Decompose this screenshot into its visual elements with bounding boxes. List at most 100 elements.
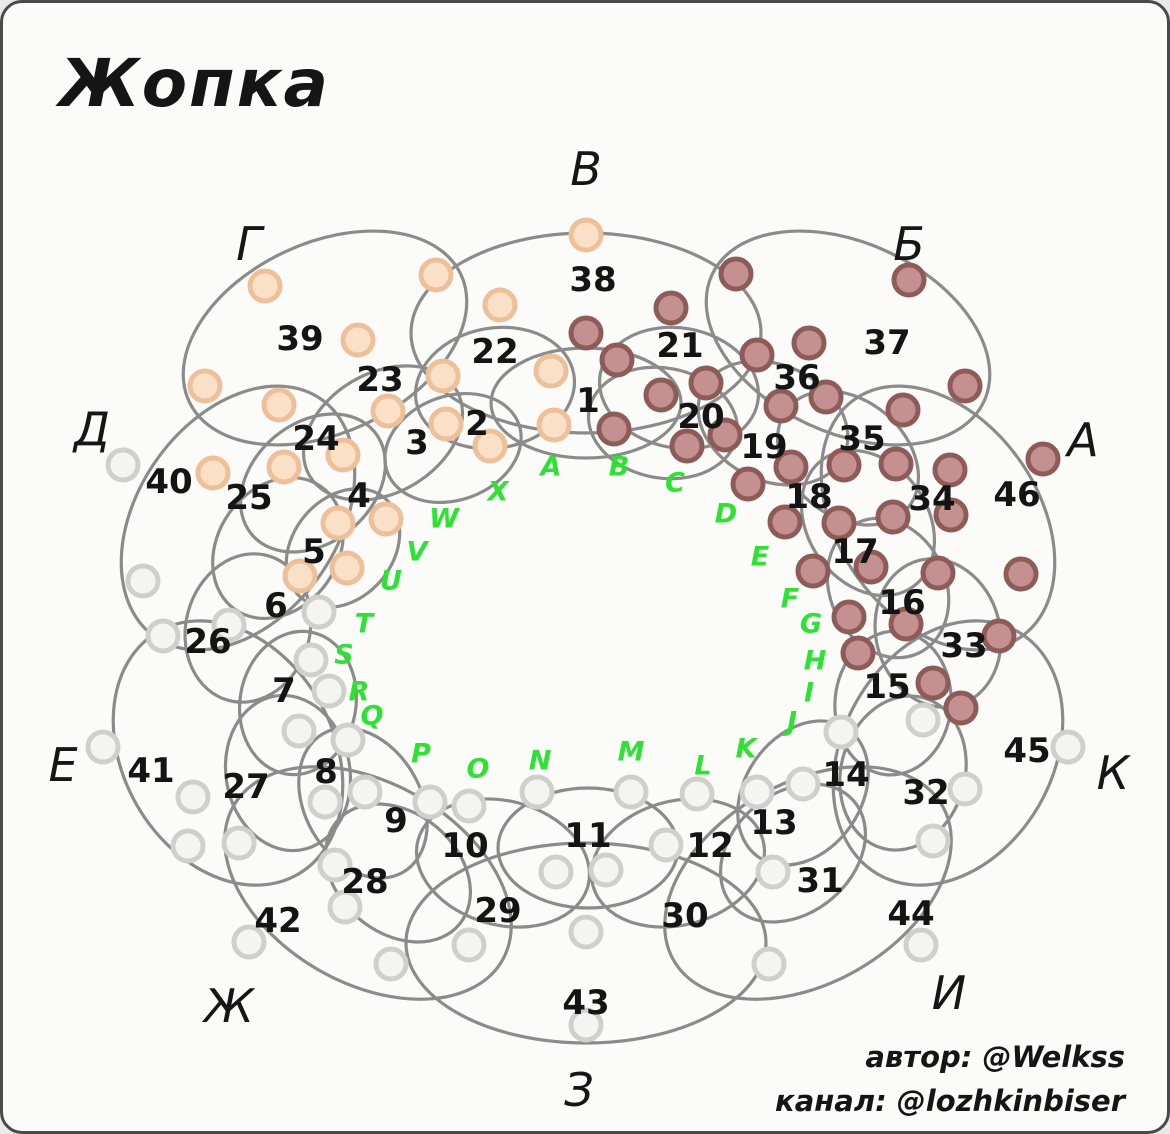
brown-bead <box>596 411 632 447</box>
section-label: Б <box>893 217 925 271</box>
bead-number: 27 <box>222 767 269 807</box>
bead-number: 12 <box>686 826 733 866</box>
brown-bead <box>730 466 766 502</box>
peach-bead <box>320 505 356 541</box>
white-bead <box>451 788 487 824</box>
ring-letter: N <box>529 746 552 777</box>
section-label: Г <box>236 217 265 271</box>
white-bead <box>568 914 604 950</box>
bead-number: 6 <box>264 586 288 626</box>
bead-number: 16 <box>878 583 925 623</box>
white-bead <box>905 702 941 738</box>
brown-bead <box>1003 556 1039 592</box>
section-label: Е <box>48 738 77 792</box>
ring-letter: O <box>467 754 490 785</box>
bead-number: 46 <box>993 475 1040 515</box>
peach-bead <box>340 322 376 358</box>
white-bead <box>538 854 574 890</box>
section-label: Ж <box>201 979 256 1033</box>
ring-letter: C <box>665 468 685 499</box>
white-bead <box>519 774 555 810</box>
bead-number: 35 <box>838 419 885 459</box>
ring-letter: A <box>539 452 562 483</box>
white-bead <box>679 776 715 812</box>
bead-number: 44 <box>887 894 934 934</box>
brown-bead <box>568 315 604 351</box>
white-bead <box>307 784 343 820</box>
peach-bead <box>282 558 318 594</box>
bead-number: 41 <box>127 751 174 791</box>
ring-letter: I <box>804 678 814 709</box>
ring-letter: B <box>609 452 630 483</box>
bead-number: 26 <box>184 622 231 662</box>
white-bead <box>451 927 487 963</box>
white-bead <box>145 618 181 654</box>
ring-letter: D <box>715 499 737 530</box>
brown-bead <box>853 549 889 585</box>
bead-number: 4 <box>347 476 371 516</box>
white-bead <box>823 714 859 750</box>
loop-curve <box>404 841 768 1045</box>
white-bead <box>231 924 267 960</box>
section-label: К <box>1097 746 1132 800</box>
bead-number: 30 <box>661 896 708 936</box>
credits-block: автор: @Welkss канал: @lozhkinbiser <box>775 1036 1125 1123</box>
bead-number: 2 <box>465 404 489 444</box>
bead-number: 13 <box>750 803 797 843</box>
section-label: В <box>570 142 602 196</box>
loop-curve <box>589 797 767 929</box>
brown-bead <box>933 497 969 533</box>
credit-channel: канал: @lozhkinbiser <box>775 1083 1125 1118</box>
white-bead <box>347 774 383 810</box>
loop-curve <box>297 726 429 880</box>
ring-letter: H <box>804 646 827 677</box>
brown-bead <box>826 447 862 483</box>
white-bead <box>412 784 448 820</box>
brown-bead <box>821 505 857 541</box>
loop-curve <box>414 797 592 929</box>
brown-bead <box>763 388 799 424</box>
ring-letter: W <box>429 504 460 535</box>
white-bead <box>301 594 337 630</box>
brown-bead <box>981 618 1017 654</box>
brown-bead <box>932 452 968 488</box>
white-bead <box>105 447 141 483</box>
white-bead <box>785 766 821 802</box>
peach-bead <box>472 428 508 464</box>
brown-bead <box>888 606 924 642</box>
loop-curve <box>704 229 992 447</box>
bead-number: 43 <box>562 983 609 1023</box>
brown-bead <box>808 379 844 415</box>
bead-number: 9 <box>384 801 408 841</box>
bead-number: 14 <box>822 755 869 795</box>
white-bead <box>903 927 939 963</box>
ring-letter: F <box>781 584 800 615</box>
brown-bead <box>915 665 951 701</box>
peach-bead <box>568 217 604 253</box>
brown-bead <box>739 337 775 373</box>
bead-number: 7 <box>272 671 296 711</box>
white-bead <box>648 827 684 863</box>
bead-number: 5 <box>302 532 326 572</box>
bead-number: 22 <box>471 332 518 372</box>
bead-number: 42 <box>254 901 301 941</box>
loop-curve <box>237 629 359 777</box>
bead-number: 33 <box>940 626 987 666</box>
white-bead <box>755 854 791 890</box>
peach-bead <box>418 257 454 293</box>
loop-curve <box>301 364 465 502</box>
peach-bead <box>533 353 569 389</box>
peach-bead <box>247 268 283 304</box>
bead-number: 21 <box>656 326 703 366</box>
white-bead <box>751 946 787 982</box>
peach-bead <box>482 287 518 323</box>
brown-bead <box>891 262 927 298</box>
ring-letter: G <box>800 609 822 640</box>
ring-letter: M <box>618 737 645 768</box>
peach-bead <box>368 501 404 537</box>
section-label: З <box>564 1063 594 1117</box>
credit-author: автор: @Welkss <box>865 1040 1125 1074</box>
white-bead <box>613 774 649 810</box>
ring-letter: K <box>736 734 759 765</box>
